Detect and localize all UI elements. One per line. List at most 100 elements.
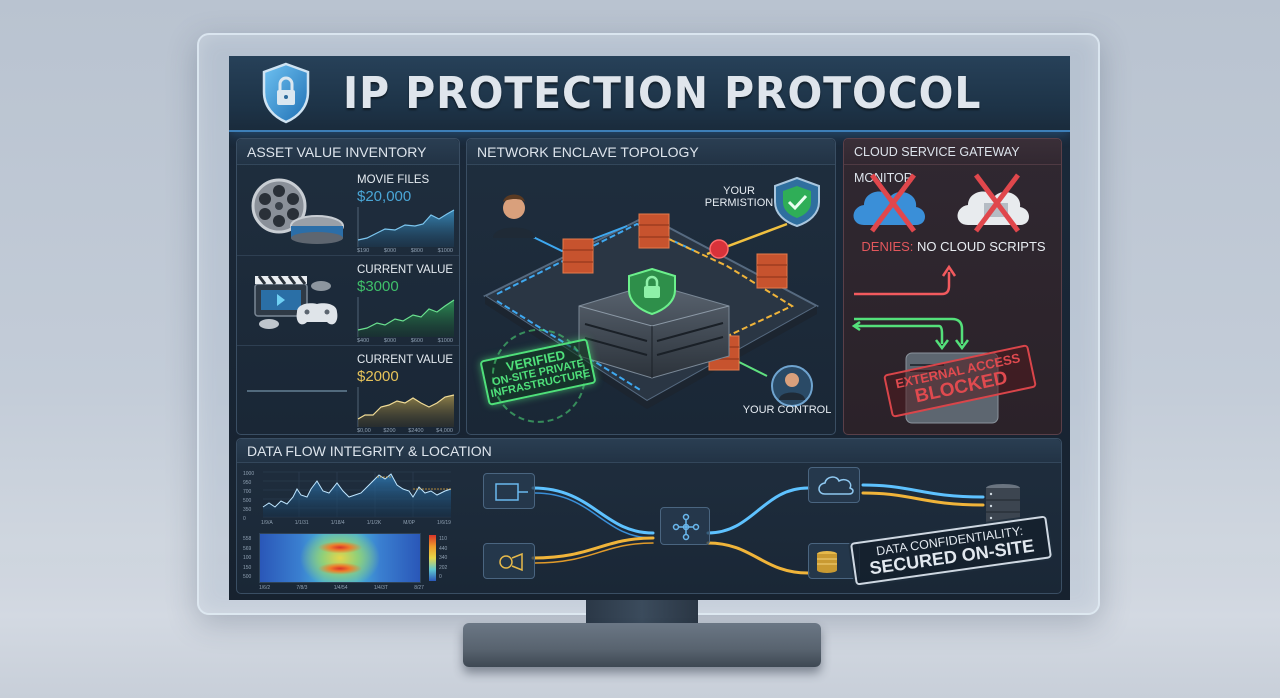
asset-sparkline-chart <box>357 207 455 247</box>
film-reel-icon <box>247 176 347 246</box>
heatmap-color-scale <box>429 535 436 581</box>
plug-icon <box>499 552 523 572</box>
user-control-icon <box>771 365 813 407</box>
denies-prefix: DENIES: <box>861 239 914 254</box>
panel-title: CLOUD SERVICE GATEWAY MONITOR <box>844 139 1061 185</box>
clapper-gamepad-icon <box>247 266 347 336</box>
tick: $600 <box>410 338 424 344</box>
tick: 950 <box>243 480 252 486</box>
network-hub-icon <box>672 513 700 541</box>
tick: 100 <box>243 555 252 561</box>
permission-label: YOUR PERMISTION <box>699 185 779 209</box>
cloud-node[interactable] <box>808 467 860 503</box>
tick: $000 <box>383 338 397 344</box>
your-control-label: YOUR CONTROL <box>742 404 832 416</box>
sparkline-x-ticks: $0,00 $200 $2400 $4,000 <box>357 428 453 434</box>
flow-heatmap <box>259 533 421 583</box>
asset-row-audio[interactable]: CURRENT VALUE $2000 $0,00 $200 $2400 $4,… <box>237 346 459 436</box>
data-flow-panel: DATA FLOW INTEGRITY & LOCATION 1000 950 … <box>236 438 1062 594</box>
tick: $800 <box>410 248 424 254</box>
data-flow-diagram <box>531 483 985 575</box>
shield-lock-icon <box>261 62 311 124</box>
cloud-gateway-panel: CLOUD SERVICE GATEWAY MONITOR DENIES: NO… <box>843 138 1062 435</box>
tick: 7/8/3 <box>296 585 308 591</box>
asset-label: CURRENT VALUE <box>357 354 454 366</box>
tick: 0 <box>243 516 246 522</box>
tick: 110 <box>439 536 447 542</box>
tick: 500 <box>243 574 252 580</box>
network-topology-diagram <box>482 176 820 409</box>
heatmap-scale-ticks: 110 440 340 202 0 <box>439 535 447 583</box>
tick: $400 <box>357 338 370 344</box>
flow-line-chart <box>262 471 452 518</box>
audio-waveform-icon <box>247 356 347 426</box>
tick: $1000 <box>437 248 453 254</box>
monitor-stand-base <box>463 623 821 667</box>
tick: 8/27 <box>414 585 424 591</box>
asset-row-movie[interactable]: MOVIE FILES $20,000 $190 $000 $800 $1000 <box>237 166 459 256</box>
tick: $000 <box>383 248 397 254</box>
tick: 1/1/2K <box>366 520 382 526</box>
line-chart-y-ticks: 1000 950 700 500 350 0 <box>243 470 254 524</box>
circuit-icon <box>495 483 528 501</box>
tick: 1/1/31 <box>294 520 309 526</box>
user-avatar-icon <box>493 194 535 238</box>
page-title: IP PROTECTION PROTOCOL <box>343 67 982 119</box>
line-chart-x-ticks: 1/9/A 1/1/31 1/18/4 1/1/2K M/0P 1/6/19 <box>261 520 451 526</box>
asset-sparkline-chart <box>357 297 455 337</box>
panel-title: ASSET VALUE INVENTORY <box>237 139 459 165</box>
header-bar: IP PROTECTION PROTOCOL <box>229 56 1070 132</box>
denies-text: NO CLOUD SCRIPTS <box>913 239 1046 254</box>
tick: 1/4/54 <box>333 585 348 591</box>
tick: 569 <box>243 545 252 552</box>
tick: $200 <box>383 428 396 434</box>
blocked-storage-cloud-icon <box>957 173 1029 233</box>
asset-value: $20,000 <box>357 188 412 205</box>
tick: 340 <box>439 555 448 561</box>
tick: $0,00 <box>357 428 371 434</box>
hub-node[interactable] <box>660 507 710 545</box>
database-icon <box>817 551 837 573</box>
asset-sparkline-chart <box>357 387 455 427</box>
tick: $4,000 <box>436 428 453 434</box>
asset-inventory-panel: ASSET VALUE INVENTORY MOVIE FILES $20,00… <box>236 138 460 435</box>
tick: 1/9/A <box>261 520 273 526</box>
source-node-blue[interactable] <box>483 473 535 509</box>
tick: M/0P <box>403 520 415 526</box>
panel-title: DATA FLOW INTEGRITY & LOCATION <box>237 439 1061 463</box>
traffic-arrows <box>851 264 969 351</box>
source-node-gold[interactable] <box>483 543 535 579</box>
tick: 500 <box>243 498 252 504</box>
sparkline-x-ticks: $190 $000 $800 $1000 <box>357 248 453 254</box>
network-topology-panel: NETWORK ENCLAVE TOPOLOGY <box>466 138 836 435</box>
tick: 1000 <box>243 471 255 477</box>
tick: $190 <box>357 248 370 254</box>
blocked-cloud-icon <box>853 173 925 233</box>
tick: 202 <box>439 564 448 571</box>
sparkline-x-ticks: $400 $000 $600 $1000 <box>357 338 453 344</box>
panel-title: NETWORK ENCLAVE TOPOLOGY <box>467 139 835 165</box>
tick: 350 <box>243 507 252 513</box>
tick: 558 <box>243 536 252 542</box>
heatmap-x-ticks: 1/6/2 7/8/3 1/4/54 1/4/3T 8/27 <box>259 585 424 591</box>
permission-line: PERMISTION <box>704 197 774 209</box>
tick: 1/18/4 <box>330 520 345 526</box>
tick: 150 <box>243 564 252 571</box>
cloud-icon <box>818 476 854 495</box>
storage-server-icon <box>986 484 1020 524</box>
asset-value: $2000 <box>357 368 399 385</box>
tick: 1/6/2 <box>259 585 271 591</box>
asset-label: CURRENT VALUE <box>357 264 454 276</box>
tick: 700 <box>243 489 252 495</box>
asset-value: $3000 <box>357 278 399 295</box>
tick: 0 <box>439 574 442 580</box>
tick: 1/6/19 <box>437 520 451 526</box>
blocked-clouds <box>853 173 1029 233</box>
heatmap-y-ticks: 558 569 100 150 500 <box>243 535 251 583</box>
tick: 1/4/3T <box>373 585 388 591</box>
tick: 440 <box>439 545 448 552</box>
permission-line: YOUR <box>723 185 755 197</box>
asset-row-video-games[interactable]: CURRENT VALUE $3000 $400 $000 $600 $1000 <box>237 256 459 346</box>
tick: $1000 <box>437 338 453 344</box>
monitor-screen: IP PROTECTION PROTOCOL ASSET VALUE INVEN… <box>229 56 1070 600</box>
